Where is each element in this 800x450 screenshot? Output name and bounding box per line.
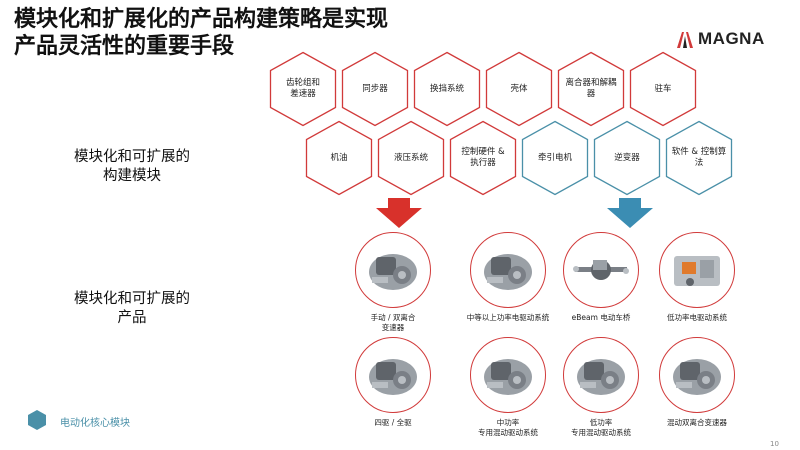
hexagon-outline [305,120,373,196]
product-circle [659,337,735,413]
magna-logo: MAGNA [675,28,785,50]
module-hex: 逆变器 [593,120,661,196]
module-hex: 牵引电机 [521,120,589,196]
product-image [674,256,720,286]
product-circle [659,232,735,308]
hexagon-outline [665,120,733,196]
hexagon-outline [377,120,445,196]
product-circle [355,232,431,308]
modules-label: 模块化和可扩展的 构建模块 [74,149,190,184]
product-label-line1: 混动双离合变速器 [667,418,727,427]
product-circle [563,232,639,308]
module-label-line2: 执行器 [470,158,496,168]
product-label-line1: 低功率 [589,418,613,427]
product-label-line2: 变速器 [381,323,405,332]
module-label-line1: 齿轮组和 [285,78,320,88]
magna-logo-icon [677,32,693,48]
product-image [673,359,721,395]
module-hex: 齿轮组和差速器 [269,51,337,127]
hexagon-outline [341,51,409,127]
module-hex: 换挡系统 [413,51,481,127]
product-circle [355,337,431,413]
module-hex: 机油 [305,120,373,196]
product-image [577,359,625,395]
module-label-line1: 换挡系统 [429,83,464,94]
product-label: eBeam 电动车桥 [541,313,661,323]
module-label-line1: 同步器 [362,83,388,94]
red-down-arrow-icon [376,198,422,228]
product-label-line1: 中功率 [496,418,520,427]
hexagon-outline [413,51,481,127]
product-label-line1: 手动 / 双离合 [370,313,416,322]
product-circle [470,232,546,308]
product-label-line1: 中等以上功率电驱动系统 [466,313,550,322]
module-hex: 软件 & 控制算法 [665,120,733,196]
hexagon-outline [269,51,337,127]
brand-name: MAGNA [698,29,765,48]
product-label: 手动 / 双离合变速器 [333,313,453,333]
module-hex: 液压系统 [377,120,445,196]
module-label-line1: 液压系统 [393,152,428,163]
module-label-line1: 离合器和解耦器 [565,78,617,99]
module-label-line1: 逆变器 [614,152,640,163]
product-circle [470,337,546,413]
page-title: 模块化和扩展化的产品构建策略是实现 产品灵活性的重要手段 [14,6,454,60]
module-label-line2: 差速器 [290,89,316,99]
module-hex: 控制硬件 &执行器 [449,120,517,196]
product-label: 中等以上功率电驱动系统 [448,313,568,323]
hexagon-outline [485,51,553,127]
product-image [369,254,417,290]
product-label-line2: 专用混动驱动系统 [571,428,631,437]
module-hex: 壳体 [485,51,553,127]
product-label-line1: 四驱 / 全驱 [374,418,412,427]
hexagon-outline [521,120,589,196]
product-image [484,359,532,395]
product-label-line2: 专用混动驱动系统 [478,428,538,437]
module-hex: 驻车 [629,51,697,127]
product-circle [563,337,639,413]
product-label-line1: eBeam 电动车桥 [571,313,631,322]
module-label-line1: 壳体 [510,83,528,94]
product-label-line1: 低功率电驱动系统 [667,313,727,322]
product-image [573,260,629,280]
product-label: 低功率专用混动驱动系统 [541,418,661,438]
module-label-line1: 驻车 [654,83,672,94]
title-line-2: 产品灵活性的重要手段 [14,34,235,59]
module-hex: 同步器 [341,51,409,127]
hexagon-outline [629,51,697,127]
module-label-line1: 控制硬件 & [461,147,505,157]
hexagon-outline [593,120,661,196]
module-hex: 离合器和解耦器 [557,51,625,127]
product-label: 混动双离合变速器 [637,418,757,428]
title-line-1: 模块化和扩展化的产品构建策略是实现 [14,7,389,32]
products-label: 模块化和可扩展的 产品 [74,291,190,326]
hexagon-outline [449,120,517,196]
module-label-line1: 机油 [330,152,348,163]
product-label: 四驱 / 全驱 [333,418,453,428]
module-label-line2: 法 [694,158,704,168]
module-label-line1: 软件 & 控制算 [671,147,727,157]
legend-label: 电动化核心模块 [60,418,130,429]
blue-down-arrow-icon [607,198,653,228]
product-label: 中功率专用混动驱动系统 [448,418,568,438]
page-number: 10 [770,440,779,448]
product-image [484,254,532,290]
product-label: 低功率电驱动系统 [637,313,757,323]
module-label-line1: 牵引电机 [537,152,572,163]
legend-hex-icon [28,410,46,430]
product-image [369,359,417,395]
hexagon-outline [557,51,625,127]
